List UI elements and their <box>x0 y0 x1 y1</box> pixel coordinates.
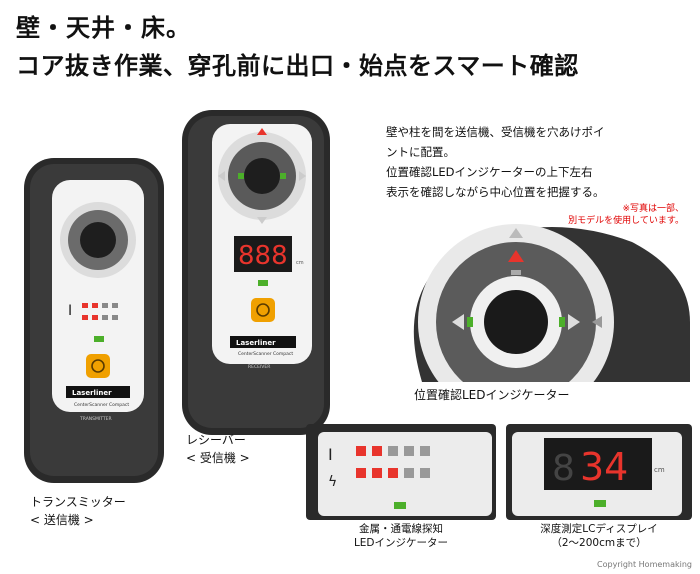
transmitter-caption-line2: < 送信機 > <box>30 513 94 527</box>
depth-lcd-closeup: 8 34 cm <box>506 424 692 520</box>
detail-left-caption: 金属・通電線探知 LEDインジケーター <box>306 522 496 550</box>
description-line3: 位置確認LEDインジケーターの上下左右 <box>386 165 593 179</box>
receiver-model: CenterScanner Compact <box>238 351 293 357</box>
receiver-unit: cm <box>296 260 304 266</box>
detail-right-caption: 深度測定LCディスプレイ （2〜200cmまで） <box>506 522 692 550</box>
receiver-caption-line1: レシーバー <box>186 433 246 447</box>
photo-note-line1: ※写真は一部、 <box>622 204 684 214</box>
detail-left-caption-line2: LEDインジケーター <box>353 537 449 549</box>
detail-right-caption-line2: （2〜200cmまで） <box>551 537 647 549</box>
headline-line2: コア抜き作業、穿孔前に出口・始点をスマート確認 <box>16 52 579 80</box>
headline-line1: 壁・天井・床。 <box>16 14 191 42</box>
receiver-device: 888 cm Laserliner CenterScanner Compact … <box>182 110 330 435</box>
description-line4: 表示を確認しながら中心位置を把握する。 <box>386 185 605 199</box>
svg-text:I: I <box>328 445 333 464</box>
description: 壁や柱を間を送信機、受信機を穴あけポイ ントに配置。 位置確認LEDインジケータ… <box>386 122 605 202</box>
transmitter-model: CenterScanner Compact <box>74 402 129 408</box>
svg-text:I: I <box>68 303 72 319</box>
copyright: Copyright Homemaking <box>597 560 692 569</box>
receiver-type: RECEIVER <box>248 364 270 370</box>
transmitter-caption-line1: トランスミッター <box>30 495 126 509</box>
depth-display: 34 <box>580 445 628 489</box>
depth-unit: cm <box>654 466 665 474</box>
transmitter-device: I Laserliner CenterScanner Compact TRANS… <box>24 158 164 483</box>
photo-note: ※写真は一部、 別モデルを使用しています。 <box>568 203 684 227</box>
transmitter-brand: Laserliner <box>72 389 112 397</box>
photo-note-line2: 別モデルを使用しています。 <box>568 216 684 226</box>
transmitter-type: TRANSMITTER <box>79 416 112 422</box>
receiver-brand: Laserliner <box>236 339 276 347</box>
receiver-display: 888 <box>238 241 288 271</box>
receiver-caption-line2: < 受信機 > <box>186 451 250 465</box>
description-line1: 壁や柱を間を送信機、受信機を穴あけポイ <box>386 125 605 139</box>
detail-right-caption-line1: 深度測定LCディスプレイ <box>540 523 658 535</box>
metal-detect-led-closeup: I ϟ <box>306 424 496 520</box>
svg-text:8: 8 <box>552 448 575 489</box>
detail-left-caption-line1: 金属・通電線探知 <box>359 523 443 535</box>
description-line2: ントに配置。 <box>386 145 455 159</box>
led-indicator-closeup <box>413 224 690 382</box>
zoom-caption: 位置確認LEDインジケーター <box>414 388 570 402</box>
svg-text:ϟ: ϟ <box>328 474 337 490</box>
